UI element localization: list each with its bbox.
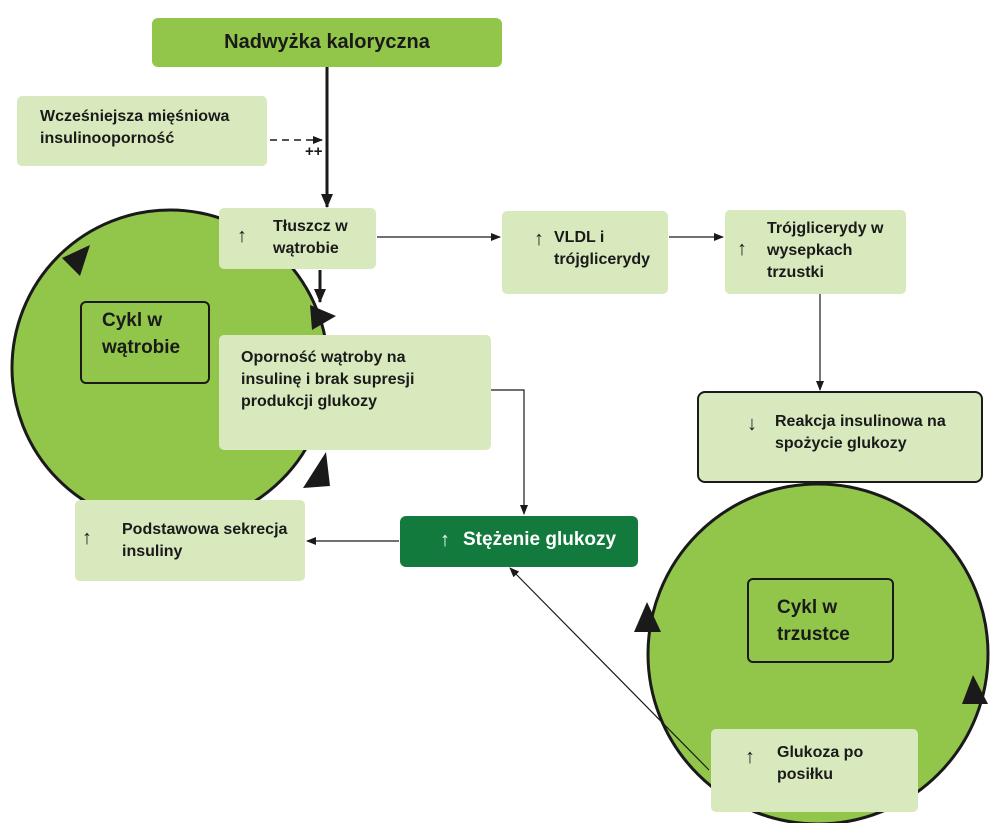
vldl-label: VLDL i trójglicerydy <box>554 229 651 268</box>
up-arrow-icon: ↑ <box>82 527 92 549</box>
postmeal-glucose-box: ↑ Glukoza po posiłku <box>711 729 918 812</box>
up-arrow-icon: ↑ <box>440 529 450 551</box>
pancreas-cycle-label: Cykl w trzustce <box>747 578 894 663</box>
resistance-to-glucose-arrow <box>490 389 528 515</box>
basal-insulin-label: Podstawowa sekrecja insuliny <box>122 521 288 560</box>
liver-cycle-arrowhead-top <box>62 245 90 276</box>
pancreas-cycle-arrowhead-left <box>634 602 661 632</box>
basal-insulin-box: ↑ Podstawowa sekrecja insuliny <box>75 500 305 581</box>
glucose-level-label: Stężenie glukozy <box>463 529 617 550</box>
up-arrow-icon: ↑ <box>745 746 755 768</box>
down-arrow-icon: ↓ <box>747 413 757 435</box>
earlier-resistance-label: Wcześniejsza mięśniowa insulinooporność <box>40 108 230 147</box>
pancreas-cycle-arrowhead-right <box>962 675 988 704</box>
insulin-response-box: ↓ Reakcja insulinowa na spożycie glukozy <box>697 391 983 483</box>
up-arrow-icon: ↑ <box>237 225 247 247</box>
vldl-box: ↑ VLDL i trójglicerydy <box>502 211 668 294</box>
liver-cycle-arrowhead-right <box>310 305 336 330</box>
liver-cycle-label: Cykl w wątrobie <box>80 301 210 384</box>
fat-liver-label: Tłuszcz w wątrobie <box>273 218 348 257</box>
postmeal-glucose-label: Glukoza po posiłku <box>777 744 864 783</box>
caloric-surplus-box: Nadwyżka kaloryczna <box>152 18 502 67</box>
fat-liver-box: ↑ Tłuszcz w wątrobie <box>219 208 376 269</box>
caloric-surplus-label: Nadwyżka kaloryczna <box>224 31 430 53</box>
postmeal-to-glucose-arrow <box>509 567 710 771</box>
islets-triglycerides-label: Trójglicerydy w wysepkach trzustki <box>767 220 884 281</box>
liver-resistance-box: Oporność wątroby na insulinę i brak supr… <box>219 335 491 450</box>
liver-resistance-label: Oporność wątroby na insulinę i brak supr… <box>241 349 415 410</box>
islets-triglycerides-box: ↑ Trójglicerydy w wysepkach trzustki <box>725 210 906 294</box>
liver-cycle-arrowhead-bottom <box>303 452 330 488</box>
glucose-level-box: ↑ Stężenie glukozy <box>400 516 638 567</box>
up-arrow-icon: ↑ <box>534 228 544 250</box>
up-arrow-icon: ↑ <box>737 238 747 260</box>
insulin-response-label: Reakcja insulinowa na spożycie glukozy <box>775 413 946 452</box>
earlier-resistance-box: Wcześniejsza mięśniowa insulinooporność <box>17 96 267 166</box>
double-plus-mark: ++ <box>305 143 323 160</box>
